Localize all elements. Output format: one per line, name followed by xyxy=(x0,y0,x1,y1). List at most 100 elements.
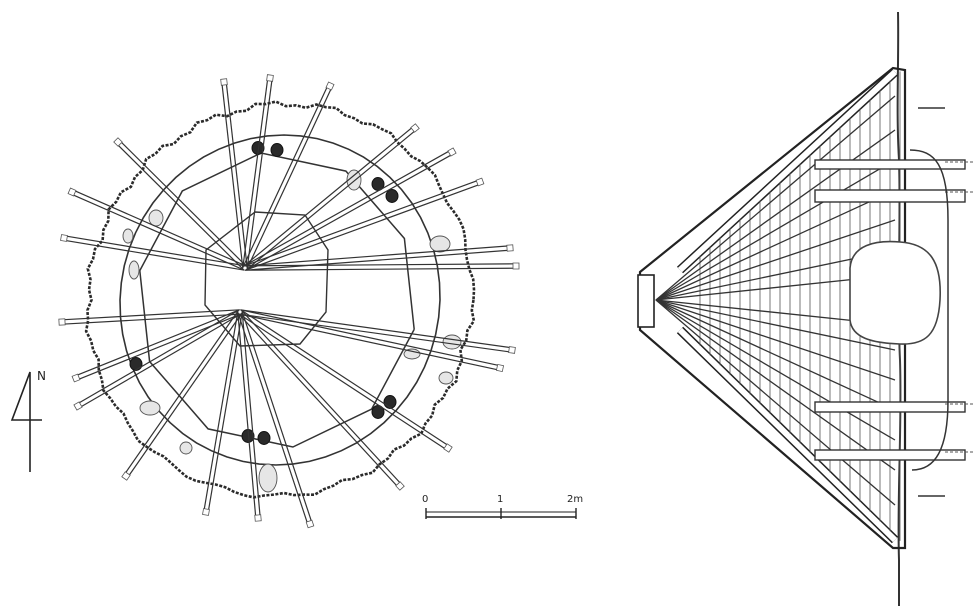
pole-edge xyxy=(243,149,452,267)
scale-tick-0: 0 xyxy=(422,494,428,505)
beams xyxy=(814,159,975,461)
pole xyxy=(244,244,514,271)
pole xyxy=(58,309,241,326)
rafter xyxy=(655,299,896,441)
pole-edge xyxy=(238,313,448,451)
pole xyxy=(237,311,315,529)
scale-bar: 0 1 2m xyxy=(422,494,583,519)
pole-edge xyxy=(63,239,245,271)
rafter xyxy=(655,299,896,381)
pole-tip xyxy=(266,74,274,82)
poles xyxy=(58,74,520,529)
beam xyxy=(814,401,975,413)
stone xyxy=(403,348,421,360)
rafter xyxy=(655,299,896,506)
pole-edge xyxy=(240,309,450,447)
pole-edge xyxy=(70,193,245,271)
pole-tip xyxy=(202,508,210,516)
cone-outline xyxy=(638,66,907,550)
stone xyxy=(139,400,161,416)
beam-body xyxy=(814,401,966,413)
pole-edge xyxy=(62,313,241,325)
stone xyxy=(346,169,362,191)
stone xyxy=(128,260,140,280)
pole xyxy=(71,309,242,383)
beam xyxy=(814,449,975,461)
pole-tip xyxy=(254,514,262,522)
pole-edge xyxy=(244,245,510,267)
pole-edge xyxy=(74,309,240,377)
pole-edge xyxy=(242,77,269,268)
section-view xyxy=(637,11,975,606)
pole xyxy=(121,310,243,481)
beam xyxy=(814,159,975,170)
pole-edge xyxy=(123,310,239,476)
pole-edge xyxy=(72,189,247,267)
post-hole xyxy=(129,357,143,371)
stone xyxy=(179,441,193,455)
pole-tip xyxy=(58,318,66,326)
stone xyxy=(442,334,462,350)
rafter xyxy=(655,299,896,411)
pole-edge xyxy=(221,82,244,269)
pole-tip xyxy=(325,81,335,91)
pole-edge xyxy=(64,235,246,267)
pole xyxy=(239,309,505,373)
pole-tip xyxy=(121,471,131,481)
stone xyxy=(258,463,278,493)
pole xyxy=(73,309,242,411)
post-hole xyxy=(383,395,397,409)
central-ring xyxy=(204,211,329,347)
pole-tip xyxy=(71,373,81,383)
pole-edge xyxy=(237,313,399,488)
pole xyxy=(243,123,420,271)
pit-outline xyxy=(84,100,476,499)
pole-edge xyxy=(246,78,273,269)
stone xyxy=(438,371,454,385)
pole-tip xyxy=(512,262,520,270)
pole-edge xyxy=(239,313,512,353)
beam-body xyxy=(814,189,966,203)
pole xyxy=(220,78,248,269)
beam-body xyxy=(814,449,966,461)
stone xyxy=(148,209,164,227)
pole-edge xyxy=(237,312,257,519)
frame-polygon xyxy=(139,152,415,448)
pole-edge xyxy=(245,183,481,271)
pole-tip xyxy=(508,346,516,354)
post-hole xyxy=(270,143,284,157)
pole-edge xyxy=(244,263,516,267)
rafter xyxy=(655,95,896,301)
inner-ring xyxy=(119,134,441,466)
beam-body xyxy=(814,159,966,170)
scale-tick-1: 1 xyxy=(497,494,503,505)
rafter xyxy=(655,129,896,301)
post-hole xyxy=(257,431,271,445)
pole xyxy=(237,311,262,522)
scale-tick-2: 2m xyxy=(567,494,583,505)
pole xyxy=(238,309,453,453)
plan-view xyxy=(58,74,520,529)
pole-edge xyxy=(237,312,309,525)
pole-edge xyxy=(116,143,244,270)
pole xyxy=(244,177,485,271)
pole-edge xyxy=(244,179,480,267)
post-hole xyxy=(385,189,399,203)
pole-edge xyxy=(245,153,454,271)
pole-edge xyxy=(207,312,243,513)
pole-edge xyxy=(245,249,511,271)
pole-tip xyxy=(475,177,485,187)
pole-edge xyxy=(61,309,240,321)
pole-edge xyxy=(245,267,517,271)
hearth-pit xyxy=(849,240,941,345)
pole-edge xyxy=(239,313,500,371)
pole-tip xyxy=(113,137,123,147)
pole xyxy=(67,187,247,271)
pole xyxy=(244,262,520,271)
stone xyxy=(429,235,451,253)
pole-tip xyxy=(60,234,68,242)
rafter xyxy=(655,159,896,301)
pole xyxy=(239,309,516,354)
rafters xyxy=(655,71,901,541)
pole-edge xyxy=(119,140,247,267)
